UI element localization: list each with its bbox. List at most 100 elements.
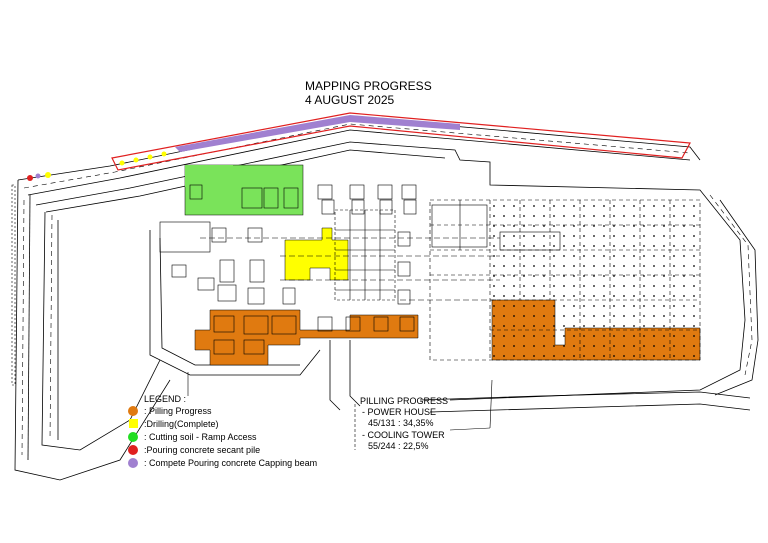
pile-dot [693, 205, 695, 207]
pile-dot [523, 325, 525, 327]
pile-dot [563, 355, 565, 357]
pile-dot [563, 255, 565, 257]
pile-dot [493, 335, 495, 337]
pile-dot [673, 235, 675, 237]
pile-dot [663, 285, 665, 287]
pile-dot [603, 295, 605, 297]
pile-dot [663, 265, 665, 267]
pile-dot [543, 245, 545, 247]
pile-dot [573, 305, 575, 307]
pile-dot [523, 205, 525, 207]
legend-label: :Drilling(Complete) [144, 419, 219, 429]
cooling-tower-label: - COOLING TOWER [362, 430, 445, 440]
pile-dot [593, 285, 595, 287]
pile-dot [683, 355, 685, 357]
pile-dot [653, 315, 655, 317]
pile-dot [683, 295, 685, 297]
pile-dot [633, 325, 635, 327]
pile-dot [613, 215, 615, 217]
pile-dot [663, 315, 665, 317]
pile-dot [553, 275, 555, 277]
pile-dot [553, 245, 555, 247]
pile-dot [533, 275, 535, 277]
pile-dot [623, 275, 625, 277]
pile-dot [663, 245, 665, 247]
pile-dot [653, 285, 655, 287]
pile-dot [553, 235, 555, 237]
pile-dot [593, 305, 595, 307]
pile-dot [593, 345, 595, 347]
pile-dot [653, 305, 655, 307]
pile-dot [593, 295, 595, 297]
pile-dot [533, 255, 535, 257]
pile-dot [603, 245, 605, 247]
pile-dot [553, 325, 555, 327]
pile-dot [533, 325, 535, 327]
pile-dot [573, 335, 575, 337]
pile-dot [633, 285, 635, 287]
pile-dot [613, 245, 615, 247]
pile-dot [643, 345, 645, 347]
capping-swatch-icon [128, 458, 138, 468]
pile-dot [513, 315, 515, 317]
pile-dot [573, 265, 575, 267]
pile-dot [663, 225, 665, 227]
pile-dot [563, 265, 565, 267]
pile-dot [613, 255, 615, 257]
pile-dot [503, 315, 505, 317]
pile-dot [693, 295, 695, 297]
pile-dot [553, 285, 555, 287]
pile-dot [583, 345, 585, 347]
power-house-structure [200, 209, 500, 301]
pile-dot [563, 335, 565, 337]
pile-dot [603, 335, 605, 337]
pile-dot [613, 315, 615, 317]
pile-dot [613, 205, 615, 207]
pile-dot [603, 315, 605, 317]
pile-dot [683, 245, 685, 247]
pile-dot [603, 235, 605, 237]
pile-dot [513, 245, 515, 247]
pile-dot [653, 355, 655, 357]
pile-dot [543, 225, 545, 227]
pile-dot [693, 285, 695, 287]
pile-dot [503, 345, 505, 347]
pile-dot [633, 295, 635, 297]
pile-dot [563, 295, 565, 297]
pile-dot [493, 235, 495, 237]
pile-dot [493, 245, 495, 247]
legend-label: : Compete Pouring concrete Capping beam [144, 458, 318, 468]
pile-dot [633, 215, 635, 217]
cutting-swatch-icon [128, 432, 138, 442]
pile-dot [553, 205, 555, 207]
pile-dot [643, 325, 645, 327]
pile-dot [643, 355, 645, 357]
pile-dot [633, 305, 635, 307]
pile-dot [693, 325, 695, 327]
pile-dot [503, 275, 505, 277]
pile-dot [603, 285, 605, 287]
pile-dot [513, 285, 515, 287]
pile-dot [563, 315, 565, 317]
pile-dot [673, 295, 675, 297]
cutting-soil-areas [184, 164, 304, 216]
pile-dot [523, 225, 525, 227]
pile-dot [633, 345, 635, 347]
pile-dot [673, 325, 675, 327]
pile-dot [493, 275, 495, 277]
legend-title: LEGEND : [144, 394, 187, 404]
pile-dot [513, 325, 515, 327]
pile-dot [623, 215, 625, 217]
pile-dot [583, 225, 585, 227]
pile-dot [503, 285, 505, 287]
report-date: 4 AUGUST 2025 [305, 93, 395, 107]
pile-dot [493, 215, 495, 217]
pile-dot [573, 245, 575, 247]
pile-dot [673, 205, 675, 207]
pile-dot [503, 295, 505, 297]
cooling-tower-value: 55/244 : 22,5% [368, 441, 429, 451]
pile-dot [593, 255, 595, 257]
pile-dot [593, 275, 595, 277]
pile-dot [623, 295, 625, 297]
pile-dot [563, 225, 565, 227]
